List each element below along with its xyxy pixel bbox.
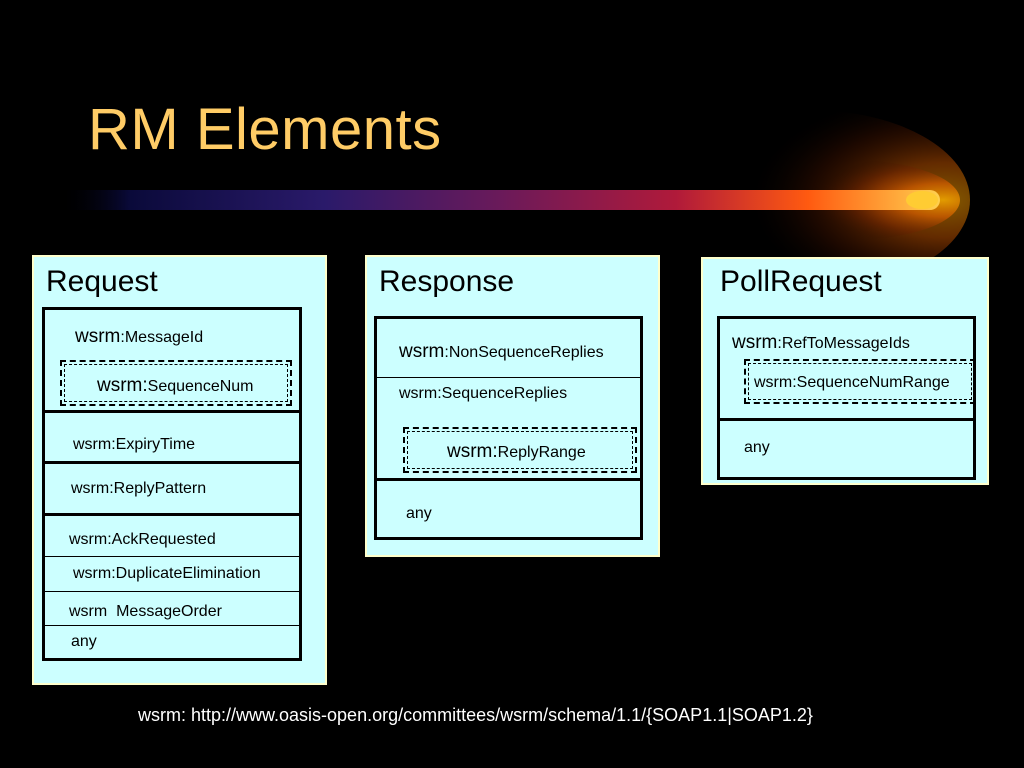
- reply-range-suffix: ReplyRange: [497, 444, 586, 461]
- sequence-num-prefix: wsrm:: [97, 375, 148, 396]
- divider: [720, 418, 973, 421]
- divider-thin: [45, 591, 299, 592]
- request-ack-requested: wsrm:AckRequested: [69, 531, 216, 548]
- request-sequence-num: wsrm:SequenceNum: [97, 375, 254, 397]
- sequence-num-suffix: SequenceNum: [147, 378, 254, 395]
- response-non-sequence-replies: wsrm:NonSequenceReplies: [399, 341, 604, 363]
- divider: [377, 478, 640, 481]
- poll-request-title: PollRequest: [720, 265, 882, 298]
- request-message-id: wsrm:MessageId: [75, 326, 203, 348]
- sequence-num-dashed-box: [60, 360, 292, 406]
- response-title: Response: [379, 265, 515, 298]
- non-sequence-prefix: wsrm: [399, 341, 445, 362]
- comet-head: [906, 191, 938, 209]
- poll-request-panel: PollRequest wsrm:RefToMessageIds wsrm:Se…: [701, 257, 989, 485]
- request-title: Request: [46, 265, 158, 298]
- response-panel: Response wsrm:NonSequenceReplies wsrm:Se…: [365, 255, 660, 557]
- divider-thin: [377, 377, 640, 378]
- poll-sequence-num-range: wsrm:SequenceNumRange: [754, 374, 950, 391]
- divider-thin: [45, 625, 299, 626]
- request-any: any: [71, 633, 97, 650]
- reply-range-dashed-box: [403, 427, 637, 473]
- request-panel: Request wsrm:MessageId wsrm:SequenceNum …: [32, 255, 327, 685]
- poll-ref-to-message-ids: wsrm:RefToMessageIds: [732, 332, 910, 354]
- reply-range-prefix: wsrm:: [447, 441, 498, 462]
- namespace-footer: wsrm: http://www.oasis-open.org/committe…: [138, 705, 813, 725]
- sequence-num-range-dashed-box: [744, 359, 976, 404]
- message-id-prefix: wsrm: [75, 326, 121, 347]
- poll-any: any: [744, 439, 770, 456]
- slide-title: RM Elements: [88, 97, 442, 162]
- request-message-order: wsrm MessageOrder: [69, 603, 222, 620]
- response-sequence-replies: wsrm:SequenceReplies: [399, 385, 568, 402]
- ref-suffix: :RefToMessageIds: [777, 335, 910, 352]
- poll-request-inner-box: wsrm:RefToMessageIds wsrm:SequenceNumRan…: [717, 316, 976, 480]
- divider: [45, 513, 299, 516]
- non-sequence-suffix: :NonSequenceReplies: [444, 344, 604, 361]
- request-duplicate-elimination: wsrm:DuplicateElimination: [73, 565, 261, 582]
- response-reply-range: wsrm:ReplyRange: [447, 441, 586, 463]
- ref-prefix: wsrm: [732, 332, 778, 353]
- divider: [45, 410, 299, 413]
- request-inner-box: wsrm:MessageId wsrm:SequenceNum wsrm:Exp…: [42, 307, 302, 661]
- request-expiry-time: wsrm:ExpiryTime: [73, 436, 196, 453]
- response-inner-box: wsrm:NonSequenceReplies wsrm:SequenceRep…: [374, 316, 643, 540]
- request-reply-pattern: wsrm:ReplyPattern: [71, 480, 207, 497]
- divider-thin: [45, 556, 299, 557]
- message-id-suffix: :MessageId: [120, 329, 204, 346]
- comet-streak: [60, 190, 940, 210]
- divider: [45, 461, 299, 464]
- response-any: any: [406, 505, 432, 522]
